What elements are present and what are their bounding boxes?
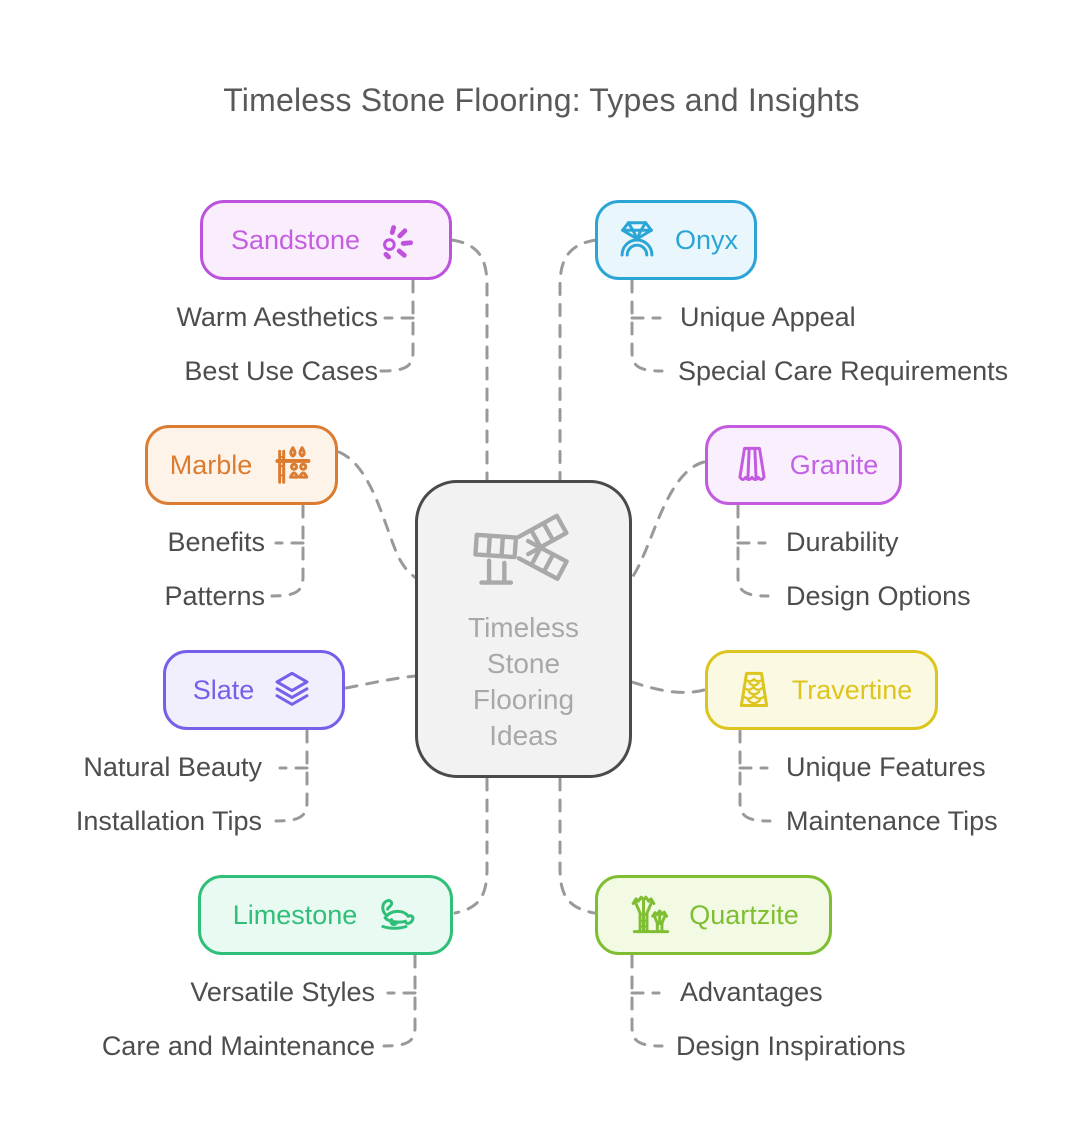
node-onyx[interactable]: Onyx <box>595 200 757 280</box>
subtopic-best-use-cases[interactable]: Best Use Cases <box>184 356 378 386</box>
connector-center-quartzite <box>558 777 596 915</box>
subtopic-benefits[interactable]: Benefits <box>167 527 265 557</box>
subtopic-installation-tips[interactable]: Installation Tips <box>75 806 262 836</box>
subtopic-unique-appeal[interactable]: Unique Appeal <box>680 302 856 332</box>
subtopic-branch-lines <box>270 279 772 1048</box>
subtopic-maintenance-tips[interactable]: Maintenance Tips <box>786 806 998 836</box>
connector-marble-center <box>337 450 418 580</box>
subtopic-patterns[interactable]: Patterns <box>164 581 265 611</box>
diamond-ring-icon <box>614 217 660 263</box>
subtopic-special-care-requirements[interactable]: Special Care Requirements <box>678 356 1009 386</box>
sparkle-burst-icon <box>375 217 421 263</box>
subtopic-care-and-maintenance[interactable]: Care and Maintenance <box>101 1031 375 1061</box>
node-travertine-label: Travertine <box>791 674 913 705</box>
node-granite-label: Granite <box>789 449 879 480</box>
subtopic-advantages[interactable]: Advantages <box>680 977 823 1007</box>
center-node-label: Timeless Stone Flooring Ideas <box>468 612 579 751</box>
layers-icon <box>269 667 315 713</box>
subtopic-versatile-styles[interactable]: Versatile Styles <box>190 977 375 1007</box>
connector-slate-center <box>344 674 418 690</box>
node-travertine[interactable]: Travertine <box>705 650 938 730</box>
subtopic-warm-aesthetics[interactable]: Warm Aesthetics <box>176 302 378 332</box>
connector-granite-center <box>629 460 706 581</box>
node-marble[interactable]: Marble <box>145 425 338 505</box>
node-quartzite[interactable]: Quartzite <box>595 875 832 955</box>
subtopic-unique-features[interactable]: Unique Features <box>786 752 986 782</box>
skyway-bridge-icon <box>466 504 582 600</box>
node-slate[interactable]: Slate <box>163 650 345 730</box>
subtopic-durability[interactable]: Durability <box>786 527 899 557</box>
node-marble-label: Marble <box>169 449 253 480</box>
node-slate-label: Slate <box>192 674 255 705</box>
connector-sandstone-center <box>450 238 489 481</box>
node-sandstone-label: Sandstone <box>230 224 361 255</box>
connector-center-limestone <box>453 777 489 915</box>
subtopic-design-options[interactable]: Design Options <box>786 581 971 611</box>
connector-onyx-center <box>558 238 598 481</box>
curtain-icon <box>729 442 775 488</box>
node-limestone-label: Limestone <box>232 899 358 930</box>
node-limestone[interactable]: Limestone <box>198 875 453 955</box>
supertree-grove-icon <box>628 892 674 938</box>
sea-turtle-icon <box>372 892 418 938</box>
page-title: Timeless Stone Flooring: Types and Insig… <box>223 82 860 118</box>
node-quartzite-label: Quartzite <box>689 899 799 930</box>
main-branch-lines <box>337 238 706 915</box>
scaled-tile-icon <box>731 667 777 713</box>
node-granite[interactable]: Granite <box>705 425 902 505</box>
connector-travertine-center <box>630 680 706 694</box>
kitchen-counter-icon <box>267 442 313 488</box>
subtopic-design-inspirations[interactable]: Design Inspirations <box>676 1031 906 1061</box>
node-sandstone[interactable]: Sandstone <box>200 200 452 280</box>
center-node[interactable]: Timeless Stone Flooring Ideas <box>415 480 632 778</box>
node-onyx-label: Onyx <box>674 224 739 255</box>
subtopic-natural-beauty[interactable]: Natural Beauty <box>83 752 262 782</box>
